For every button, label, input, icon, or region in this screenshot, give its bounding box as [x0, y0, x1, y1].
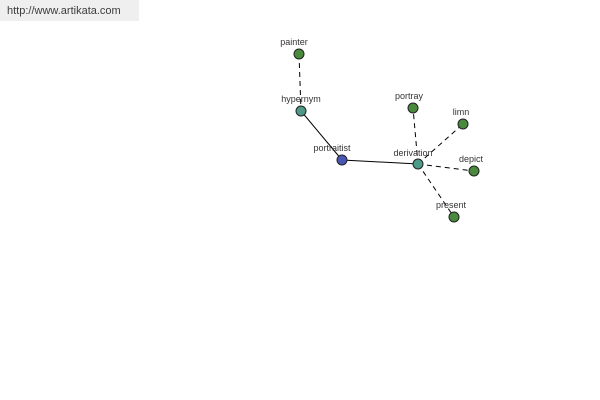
nodes-layer: painter hypernym portraitist derivation port… [280, 37, 484, 223]
node-portraitist[interactable]: portraitist [313, 143, 351, 166]
node-derivation[interactable]: derivation [393, 148, 433, 170]
node-label-limn: limn [453, 107, 470, 117]
node-present[interactable]: present [436, 200, 467, 223]
node-marker-painter[interactable] [293, 48, 305, 60]
node-portray[interactable]: portray [395, 91, 424, 114]
node-marker-present[interactable] [448, 211, 460, 223]
node-marker-derivation[interactable] [412, 158, 424, 170]
node-hypernym[interactable]: hypernym [281, 94, 321, 117]
node-label-portray: portray [395, 91, 424, 101]
site-url-link[interactable]: http://www.artikata.com [7, 5, 121, 17]
node-limn[interactable]: limn [453, 107, 470, 130]
node-depict[interactable]: depict [459, 154, 484, 177]
node-label-painter: painter [280, 37, 308, 47]
edge-painter-hypernym [298, 53, 302, 112]
edge-derivation-portray [412, 107, 419, 165]
edge-derivation-limn [417, 123, 464, 165]
node-label-hypernym: hypernym [281, 94, 321, 104]
edge-derivation-present [417, 163, 455, 218]
node-label-depict: depict [459, 154, 484, 164]
node-marker-portray[interactable] [407, 102, 419, 114]
node-marker-portraitist[interactable] [336, 154, 348, 166]
node-marker-hypernym[interactable] [295, 105, 307, 117]
node-marker-limn[interactable] [457, 118, 469, 130]
edge-portraitist-derivation [341, 159, 419, 165]
url-banner: http://www.artikata.com [0, 0, 139, 21]
node-label-portraitist: portraitist [313, 143, 351, 153]
node-painter[interactable]: painter [280, 37, 308, 60]
edges-layer [298, 53, 475, 218]
edge-hypernym-portraitist [300, 110, 343, 161]
edge-derivation-depict [417, 163, 475, 172]
node-label-present: present [436, 200, 467, 210]
node-label-derivation: derivation [393, 148, 432, 158]
node-marker-depict[interactable] [468, 165, 480, 177]
